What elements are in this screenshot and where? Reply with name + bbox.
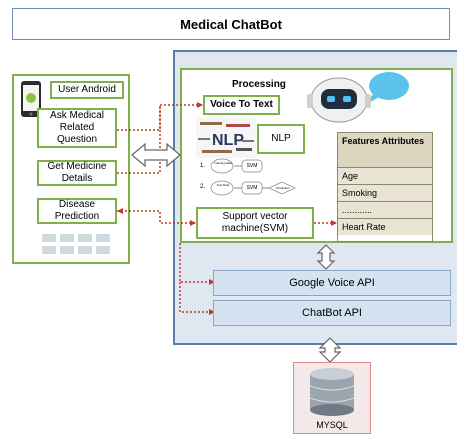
nlp-wordcloud-icon: NLP xyxy=(196,118,256,158)
flow-svm-label-1: SVM xyxy=(246,163,258,169)
feature-row: Heart Rate xyxy=(338,219,432,235)
flow-number-2: 2. xyxy=(200,184,206,190)
nlp-box: NLP xyxy=(257,124,305,154)
chatbot-api-box: ChatBot API xyxy=(213,300,451,326)
features-header: Features Attributes xyxy=(338,133,432,168)
mysql-label: MYSQL xyxy=(316,420,348,430)
google-voice-api-box: Google Voice API xyxy=(213,270,451,296)
svm-flow-diagram xyxy=(210,158,296,196)
database-icon xyxy=(309,368,355,416)
disease-prediction-box: Disease Prediction xyxy=(37,198,117,224)
flow-svm-label-2: SVM xyxy=(246,185,258,191)
robot-icon xyxy=(307,72,409,123)
feature-row: ............ xyxy=(338,202,432,219)
flow-number-1: 1. xyxy=(200,163,206,169)
feature-row: Smoking xyxy=(338,185,432,202)
diagram-title: Medical ChatBot xyxy=(12,8,450,40)
medicine-details-box: Get Medicine Details xyxy=(37,160,117,186)
chart-thumbnails-icon xyxy=(42,234,110,254)
flow-test-label: Test Data xyxy=(216,183,230,187)
ask-question-box: Ask Medical Related Question xyxy=(37,108,117,148)
user-android-box: User Android xyxy=(50,81,124,99)
feature-row: Age xyxy=(338,168,432,185)
flow-prediction-label: Prediction xyxy=(276,186,290,190)
processing-label: Processing xyxy=(232,79,286,90)
voice-to-text-box: Voice To Text xyxy=(203,95,280,115)
features-table: Features Attributes Age Smoking ........… xyxy=(337,132,433,242)
svg-text:NLP: NLP xyxy=(212,132,244,149)
phone-icon xyxy=(21,81,41,117)
svm-box: Support vector machine(SVM) xyxy=(196,207,314,239)
flow-training-label: Training Data xyxy=(214,161,232,165)
